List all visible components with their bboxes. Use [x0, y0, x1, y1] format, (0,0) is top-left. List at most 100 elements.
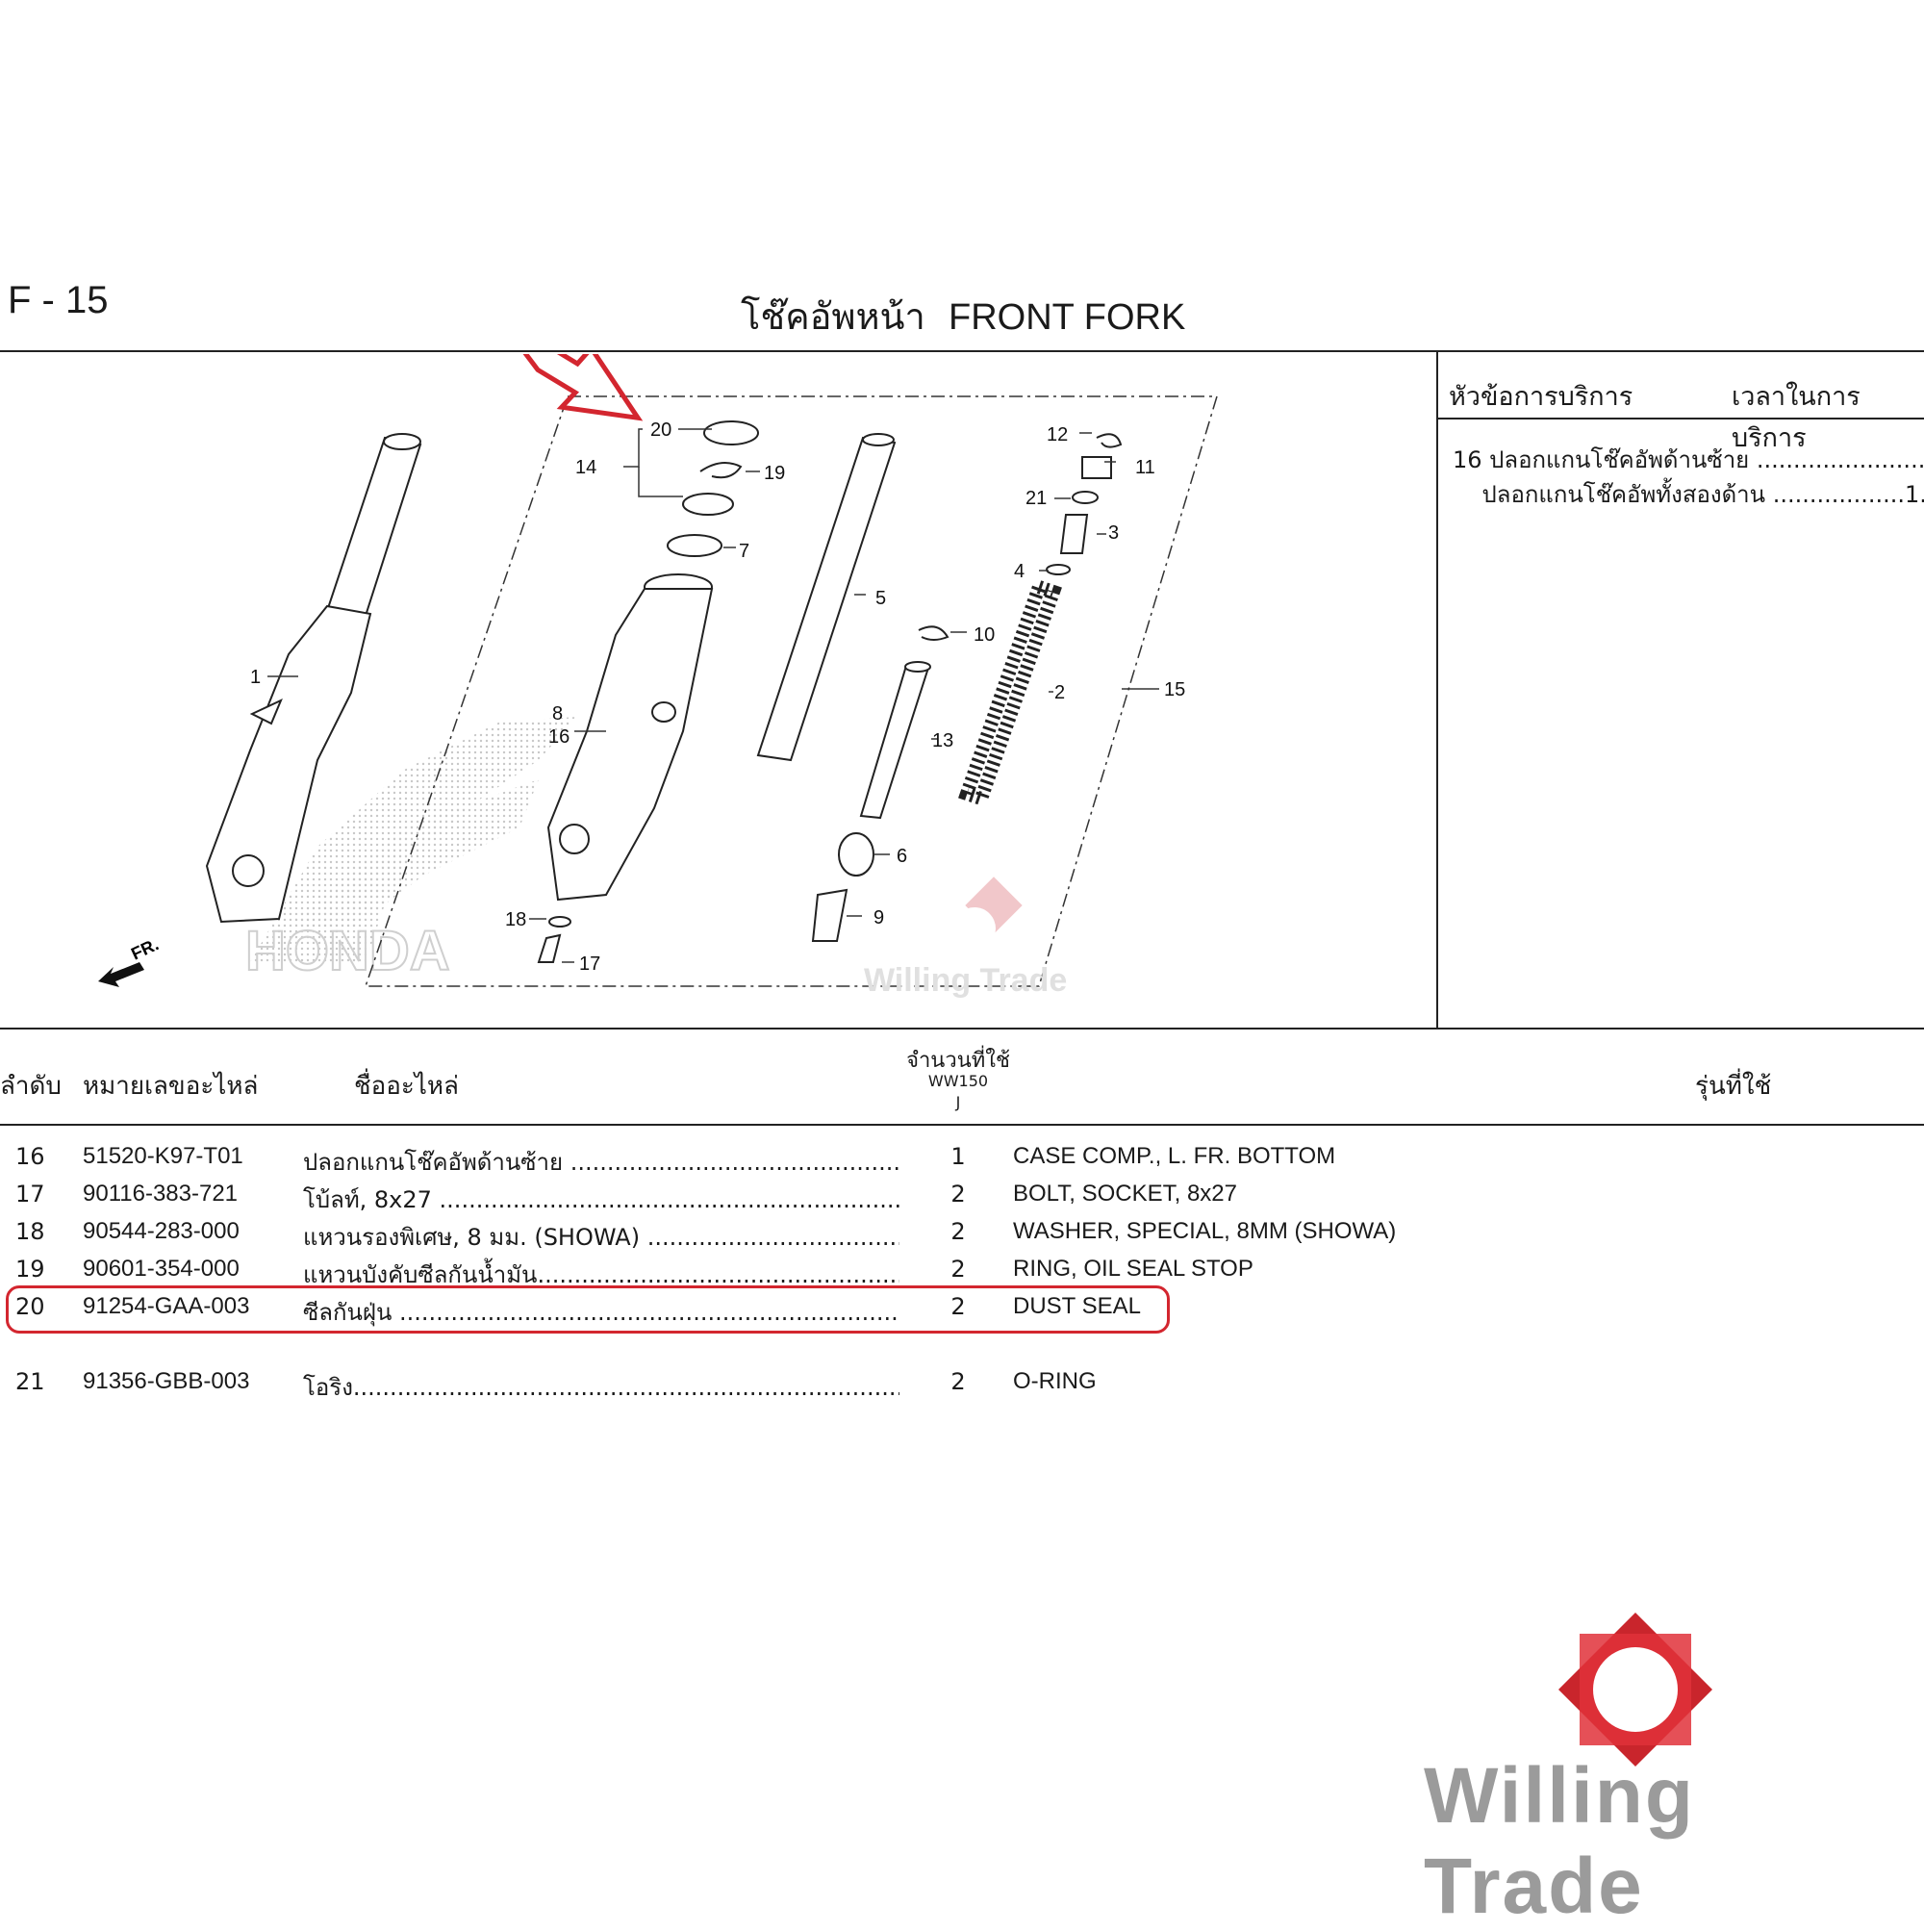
col-header-no: ลำดับ	[0, 1072, 62, 1101]
callout-14: 14	[575, 457, 596, 478]
title-english: FRONT FORK	[949, 297, 1186, 338]
row-part-name-english: BOLT, SOCKET, 8x27	[1013, 1181, 1237, 1207]
callout-1: 1	[250, 667, 261, 688]
row-part-name-thai: ซีลกันฝุ่น .............................…	[303, 1299, 899, 1326]
table-row: 21 91356-GBB-003 โอริง..................…	[0, 1368, 1424, 1403]
callout-8: 8	[552, 703, 563, 724]
callout-5: 5	[875, 588, 886, 609]
fork-assembly-part	[205, 433, 422, 924]
row-quantity: 2	[950, 1218, 966, 1245]
fork-case-part	[546, 573, 714, 902]
washer-part	[548, 916, 571, 928]
callout-13: 13	[932, 730, 953, 751]
row-no: 17	[15, 1181, 45, 1208]
row-no: 19	[15, 1256, 45, 1283]
logo-text: Willing Trade	[1424, 1752, 1695, 1930]
honda-wing-watermark: HONDA	[244, 717, 577, 983]
fork-bolt-part	[1081, 456, 1112, 479]
oil-seal-part	[682, 493, 734, 516]
o-ring-part	[1072, 491, 1099, 504]
row-part-number: 90544-283-000	[83, 1218, 240, 1244]
willing-trade-logo-icon	[1558, 1613, 1712, 1767]
row-part-number: 51520-K97-T01	[83, 1143, 243, 1169]
callout-12: 12	[1047, 424, 1068, 445]
seat-part	[1046, 564, 1071, 575]
row-part-name-english: CASE COMP., L. FR. BOTTOM	[1013, 1143, 1336, 1169]
row-part-number: 90601-354-000	[83, 1256, 240, 1282]
socket-bolt-part	[537, 933, 562, 963]
callout-9: 9	[873, 907, 884, 928]
page-code: F - 15	[8, 279, 109, 321]
diagram-watermark-text: Willing Trade	[864, 962, 1068, 999]
oil-lock-piece-part	[811, 888, 848, 942]
assembly-outline	[364, 395, 1219, 987]
row-part-name-thai: ปลอกแกนโช๊คอัพด้านซ้าย .................…	[303, 1149, 899, 1176]
honda-watermark-text: HONDA	[245, 920, 450, 982]
row-no: 18	[15, 1218, 45, 1245]
row-no: 16	[15, 1143, 45, 1170]
row-quantity: 1	[950, 1143, 966, 1170]
callout-21: 21	[1025, 488, 1047, 509]
callout-6: 6	[897, 846, 907, 867]
service-divider	[1436, 350, 1438, 1030]
title-thai: โช๊คอัพหน้า	[741, 295, 925, 338]
table-row: 19 90601-354-000 แหวนบังคับซีลกันน้ำมัน.…	[0, 1256, 1424, 1290]
front-direction-arrow-icon	[98, 962, 144, 987]
table-row: 18 90544-283-000 แหวนรองพิเศษ, 8 มม. (SH…	[0, 1218, 1424, 1253]
back-up-ring-part	[667, 534, 722, 557]
front-fork-exploded-diagram: HONDA FR.	[98, 354, 1219, 987]
stop-ring-part	[699, 462, 743, 479]
diagram-bottom-divider	[0, 1028, 1924, 1030]
highlight-pointer-arrow-icon	[519, 354, 644, 421]
callout-17: 17	[579, 953, 600, 975]
col-header-model: WW150	[927, 1072, 989, 1090]
col-header-part-number: หมายเลขอะไหล่	[83, 1072, 259, 1101]
page-title: โช๊คอัพหน้า FRONT FORK	[741, 287, 1185, 345]
callout-11: 11	[1135, 457, 1155, 478]
callout-4: 4	[1014, 561, 1025, 582]
row-quantity: 2	[950, 1293, 966, 1320]
row-part-name-english: DUST SEAL	[1013, 1293, 1141, 1319]
callout-19: 19	[764, 463, 785, 484]
row-part-number: 91356-GBB-003	[83, 1368, 250, 1394]
col-header-quantity: จำนวนที่ใช้	[906, 1049, 1010, 1073]
table-row-highlighted: 20 91254-GAA-003 ซีลกันฝุ่น ............…	[0, 1293, 1424, 1328]
dust-seal-part	[703, 420, 759, 445]
row-part-name-english: RING, OIL SEAL STOP	[1013, 1256, 1253, 1282]
willing-trade-watermark-icon	[953, 877, 1023, 950]
table-row: 17 90116-383-721 โบ้ลท์, 8x27 ..........…	[0, 1181, 1424, 1215]
col-header-part-name: ชื่ออะไหล่	[354, 1072, 459, 1101]
row-part-name-thai: โบ้ลท์, 8x27 ...........................…	[303, 1186, 899, 1213]
row-no: 20	[15, 1293, 45, 1320]
row-quantity: 2	[950, 1181, 966, 1208]
table-row: 16 51520-K97-T01 ปลอกแกนโช๊คอัพด้านซ้าย …	[0, 1143, 1424, 1178]
service-row: ปลอกแกนโช๊คอัพทั้งสองด้าน ..............…	[1453, 481, 1924, 508]
callout-16: 16	[548, 726, 570, 748]
row-quantity: 2	[950, 1368, 966, 1395]
service-time-heading: เวลาในการบริการ	[1732, 382, 1861, 453]
col-header-models: รุ่นที่ใช้	[1695, 1072, 1772, 1101]
callout-18: 18	[505, 909, 526, 930]
row-no: 21	[15, 1368, 45, 1395]
callout-15: 15	[1164, 679, 1185, 700]
row-part-name-english: WASHER, SPECIAL, 8MM (SHOWA)	[1013, 1218, 1397, 1244]
rebound-spring-part	[838, 832, 874, 877]
service-head-divider	[1436, 418, 1924, 419]
row-part-name-english: O-RING	[1013, 1368, 1097, 1394]
fork-pipe-part	[756, 433, 897, 762]
callout-10: 10	[974, 624, 995, 646]
front-direction-label: FR.	[128, 934, 162, 963]
row-part-name-thai: แหวนรองพิเศษ, 8 มม. (SHOWA) ............…	[303, 1224, 899, 1251]
header-divider	[0, 350, 1924, 352]
circlip-part	[1096, 433, 1123, 448]
callout-2: 2	[1054, 682, 1065, 703]
row-quantity: 2	[950, 1256, 966, 1283]
callout-7: 7	[739, 541, 749, 562]
piston-ring-part	[918, 625, 949, 641]
row-part-name-thai: แหวนบังคับซีลกันน้ำมัน..................…	[303, 1261, 899, 1288]
service-item-heading: หัวข้อการบริการ	[1449, 382, 1633, 412]
callout-leader-lines	[267, 428, 1159, 963]
fork-piston-part	[859, 661, 931, 820]
service-row: 16 ปลอกแกนโช๊คอัพด้านซ้าย ..............…	[1453, 446, 1924, 473]
row-part-name-thai: โอริง...................................…	[303, 1374, 899, 1401]
